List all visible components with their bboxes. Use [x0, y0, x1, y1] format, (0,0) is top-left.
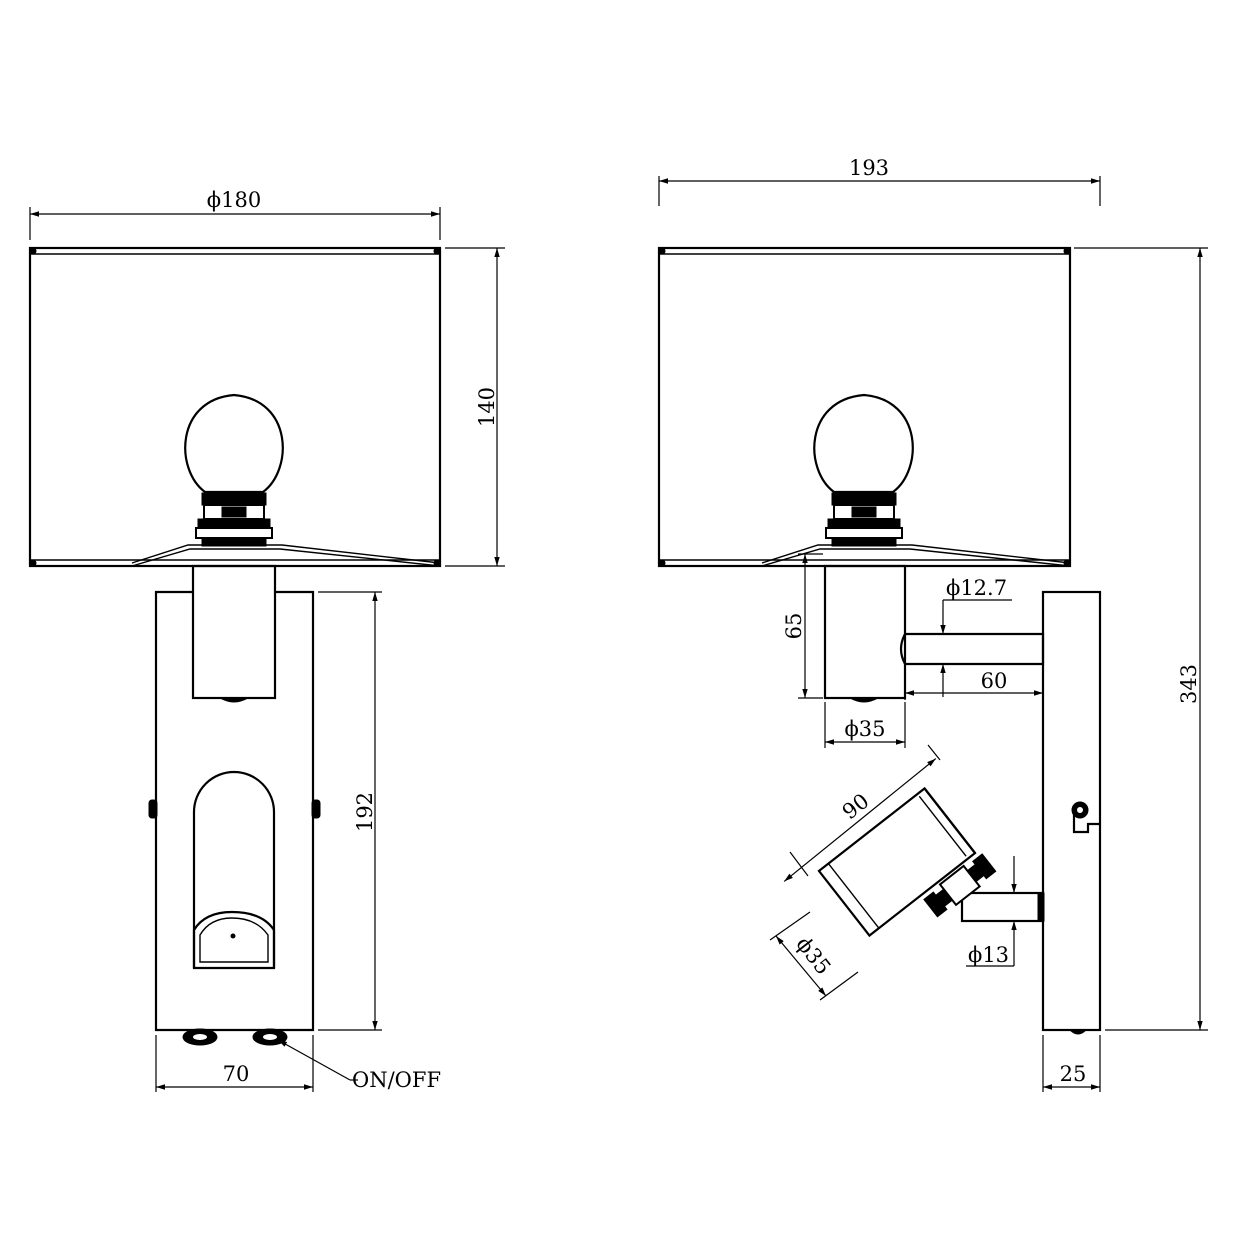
- dim-depth: 193: [658, 156, 1101, 206]
- dim-shade-height: 140: [445, 247, 505, 567]
- front-stem: [191, 564, 277, 703]
- dim-backplate-depth: 25: [1042, 1035, 1101, 1092]
- side-holder: [823, 564, 907, 703]
- on-off-label: ON/OFF: [352, 1068, 441, 1092]
- side-backplate: [1041, 590, 1102, 1035]
- dim-reading-light-length-label: 90: [838, 789, 874, 824]
- dim-depth-label: 193: [849, 156, 889, 180]
- dim-joint-diameter-label: ϕ13: [968, 943, 1009, 967]
- dim-holder-height-label: 65: [782, 613, 806, 640]
- side-view: 193 343 65 ϕ12.7 60: [657, 156, 1208, 1092]
- leader-on-off: ON/OFF: [277, 1039, 441, 1092]
- front-body: [148, 590, 321, 1032]
- dim-total-height-label: 343: [1177, 664, 1201, 704]
- dim-holder-diameter-label: ϕ35: [844, 717, 885, 741]
- dim-reading-light-diameter-label: ϕ35: [791, 932, 835, 979]
- dim-joint-diameter: ϕ13: [966, 856, 1017, 967]
- dim-holder-height: 65: [782, 553, 823, 699]
- dim-shade-diameter-label: ϕ180: [207, 188, 261, 212]
- dim-arm-length-label: 60: [981, 669, 1008, 693]
- side-shade-support: [761, 544, 1071, 567]
- front-bulb: [184, 393, 284, 494]
- dim-reading-light-diameter: ϕ35: [769, 911, 859, 1001]
- dim-body-width: 70: [155, 1035, 314, 1092]
- front-reading-light: [192, 770, 276, 970]
- dim-arm-diameter: ϕ12.7: [940, 576, 1012, 697]
- front-view: ϕ180 140 192 70 ON/OFF: [28, 188, 505, 1092]
- side-socket: [825, 492, 903, 547]
- dim-shade-height-label: 140: [475, 387, 499, 427]
- dim-body-height-label: 192: [353, 792, 377, 832]
- side-bulb: [813, 393, 914, 494]
- dim-backplate-depth-label: 25: [1060, 1062, 1087, 1086]
- on-off-switches: [182, 1028, 288, 1046]
- dim-body-height: 192: [318, 591, 382, 1031]
- side-joint: [923, 853, 1045, 923]
- dim-reading-light-length: 90: [783, 744, 941, 882]
- side-arm: [899, 632, 1045, 666]
- dim-arm-length: 60: [904, 668, 1043, 700]
- dim-body-width-label: 70: [223, 1062, 250, 1086]
- dim-holder-diameter: ϕ35: [824, 702, 906, 748]
- dim-arm-diameter-label: ϕ12.7: [946, 576, 1007, 600]
- dim-shade-diameter: ϕ180: [29, 188, 441, 240]
- dim-total-height: 343: [1074, 247, 1208, 1031]
- front-socket: [195, 492, 273, 547]
- front-shade-support: [131, 544, 441, 567]
